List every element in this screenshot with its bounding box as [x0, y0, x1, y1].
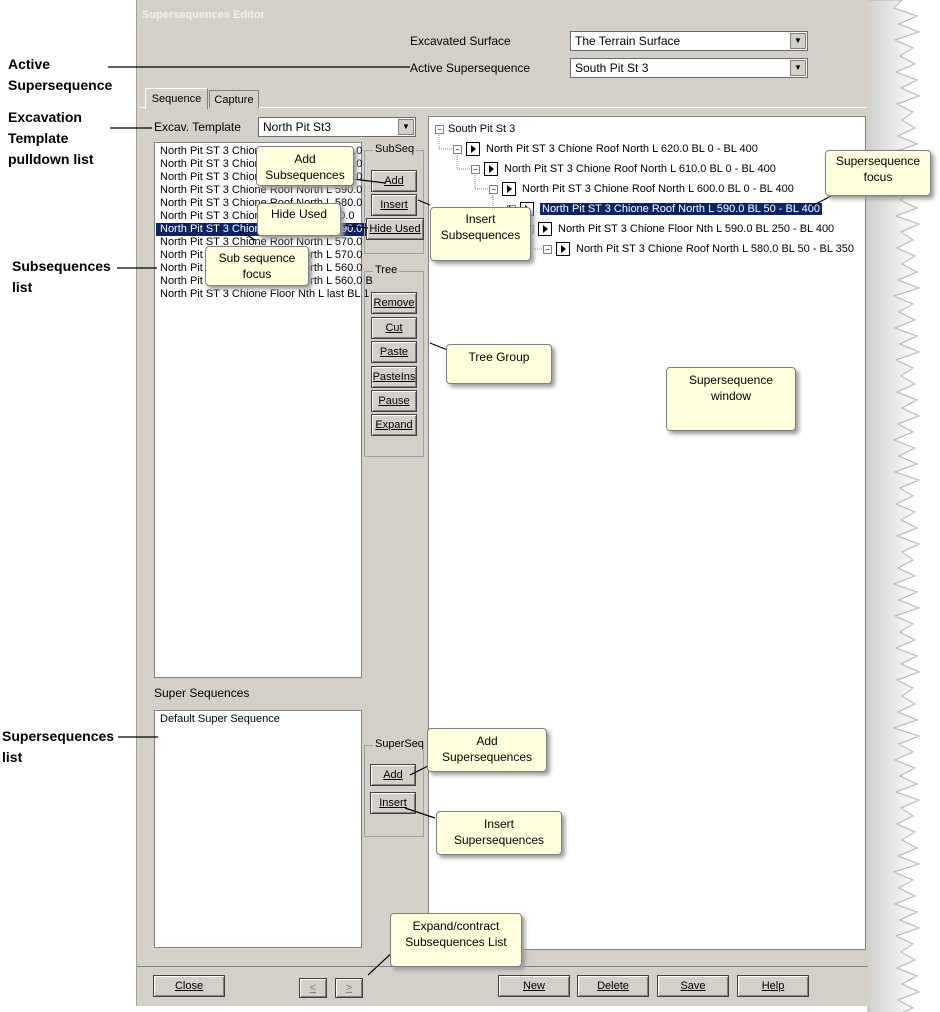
- annotation-active-supersequence: Active Supersequence: [8, 56, 113, 93]
- help-button[interactable]: Help: [737, 975, 809, 997]
- callout-add-subsequences: Add Subsequences: [256, 146, 354, 186]
- excavated-surface-select[interactable]: The Terrain Surface ▼: [570, 31, 808, 51]
- tree-group: Tree: [364, 264, 424, 457]
- tree-pause-button[interactable]: Pause: [371, 390, 417, 412]
- callout-expand-contract: Expand/contract Subsequences List: [390, 913, 522, 967]
- new-button[interactable]: New: [498, 975, 570, 997]
- tab-strip-line: [139, 107, 866, 108]
- tree-node-label: North Pit ST 3 Chione Roof North L 580.0…: [576, 243, 855, 255]
- chevron-down-icon[interactable]: ▼: [790, 33, 806, 49]
- title-bar: [137, 3, 868, 27]
- tree-node[interactable]: − North Pit ST 3 Chione Roof North L 600.…: [489, 181, 794, 197]
- tree-pasteins-button[interactable]: PasteIns: [371, 366, 417, 388]
- subsequence-item[interactable]: North Pit ST 3 Chione Roof North L 570.0: [160, 236, 363, 248]
- subsequence-item[interactable]: North Pit ST 3 Chione Roof North L 590.0: [160, 184, 363, 196]
- callout-tree-group: Tree Group: [446, 344, 552, 384]
- tree-node-selected-label: North Pit ST 3 Chione Roof North L 590.0…: [540, 203, 823, 215]
- annotation-subsequences-list: Subsequences list: [12, 258, 111, 295]
- subseq-group-caption: SubSeq: [373, 143, 417, 155]
- callout-hide-used: Hide Used: [257, 203, 341, 236]
- window-title: Supersequences Editor: [142, 9, 265, 21]
- save-button[interactable]: Save: [657, 975, 729, 997]
- superseq-group: SuperSeq: [364, 738, 426, 837]
- collapse-icon[interactable]: −: [543, 244, 552, 254]
- callout-insert-supersequences: Insert Supersequences: [436, 811, 562, 855]
- supersequences-list[interactable]: Default Super Sequence: [154, 710, 362, 948]
- super-sequences-label: Super Sequences: [154, 686, 250, 700]
- next-button[interactable]: >: [335, 978, 363, 998]
- active-supersequence-value: South Pit St 3: [575, 61, 649, 75]
- tree-expand-button[interactable]: Expand: [371, 414, 417, 436]
- tree-group-caption: Tree: [373, 264, 400, 276]
- tree-paste-button[interactable]: Paste: [371, 341, 417, 363]
- collapse-icon[interactable]: −: [489, 184, 498, 194]
- add-supersequence-button[interactable]: Add: [370, 764, 416, 786]
- tree-cut-button[interactable]: Cut: [371, 317, 417, 339]
- play-icon: [466, 142, 480, 157]
- collapse-icon[interactable]: −: [471, 164, 480, 174]
- excav-template-value: North Pit St3: [263, 120, 332, 134]
- delete-button[interactable]: Delete: [577, 975, 649, 997]
- prev-button[interactable]: <: [299, 978, 327, 998]
- insert-supersequence-button[interactable]: Insert: [370, 792, 416, 814]
- tree-node-label: North Pit ST 3 Chione Roof North L 620.0…: [486, 143, 758, 155]
- callout-supersequence-focus: Supersequence focus: [825, 150, 931, 196]
- insert-subsequence-button[interactable]: Insert: [371, 194, 417, 216]
- annotation-supersequences-list: Supersequences list: [2, 728, 115, 765]
- chevron-down-icon[interactable]: ▼: [790, 60, 806, 76]
- excav-template-select[interactable]: North Pit St3 ▼: [258, 117, 416, 137]
- callout-insert-subsequences: Insert Subsequences: [430, 207, 531, 261]
- add-subsequence-button[interactable]: Add: [371, 170, 417, 192]
- tree-root-node[interactable]: −South Pit St 3: [435, 121, 515, 137]
- tree-remove-button[interactable]: Remove: [371, 292, 417, 314]
- tab-sequence[interactable]: Sequence: [145, 88, 208, 109]
- hide-used-button[interactable]: Hide Used: [366, 218, 424, 240]
- supersequence-item[interactable]: Default Super Sequence: [160, 713, 280, 725]
- excavated-surface-label: Excavated Surface: [410, 34, 511, 48]
- close-button[interactable]: Close: [153, 975, 225, 997]
- annotation-excavation-template: Excavation Template pulldown list: [8, 109, 94, 167]
- tree-node-label: North Pit ST 3 Chione Floor Nth L 590.0 …: [558, 223, 835, 235]
- play-icon: [538, 222, 552, 237]
- callout-add-supersequences: Add Supersequences: [427, 728, 547, 772]
- play-icon: [484, 162, 498, 177]
- collapse-icon[interactable]: −: [453, 144, 462, 154]
- excavated-surface-value: The Terrain Surface: [575, 34, 681, 48]
- tree-node-label: North Pit ST 3 Chione Roof North L 600.0…: [522, 183, 794, 195]
- tree-node[interactable]: − North Pit ST 3 Chione Roof North L 580.…: [543, 241, 854, 257]
- tree-node[interactable]: − North Pit ST 3 Chione Roof North L 610.…: [471, 161, 776, 177]
- active-supersequence-select[interactable]: South Pit St 3 ▼: [570, 58, 808, 78]
- callout-supersequence-window: Supersequence window: [666, 367, 796, 431]
- play-icon: [502, 182, 516, 197]
- tree-node[interactable]: − North Pit ST 3 Chione Roof North L 620.…: [453, 141, 758, 157]
- chevron-down-icon[interactable]: ▼: [398, 119, 414, 135]
- collapse-icon[interactable]: −: [435, 124, 444, 134]
- tab-capture[interactable]: Capture: [209, 90, 259, 108]
- superseq-group-caption: SuperSeq: [373, 738, 426, 750]
- active-supersequence-label: Active Supersequence: [410, 61, 531, 75]
- tree-node-label: North Pit ST 3 Chione Roof North L 610.0…: [504, 163, 776, 175]
- play-icon: [556, 242, 570, 257]
- excav-template-label: Excav. Template: [154, 120, 241, 134]
- callout-sub-sequence-focus: Sub sequence focus: [205, 246, 309, 286]
- subsequence-item[interactable]: North Pit ST 3 Chione Floor Nth L last B…: [160, 288, 370, 300]
